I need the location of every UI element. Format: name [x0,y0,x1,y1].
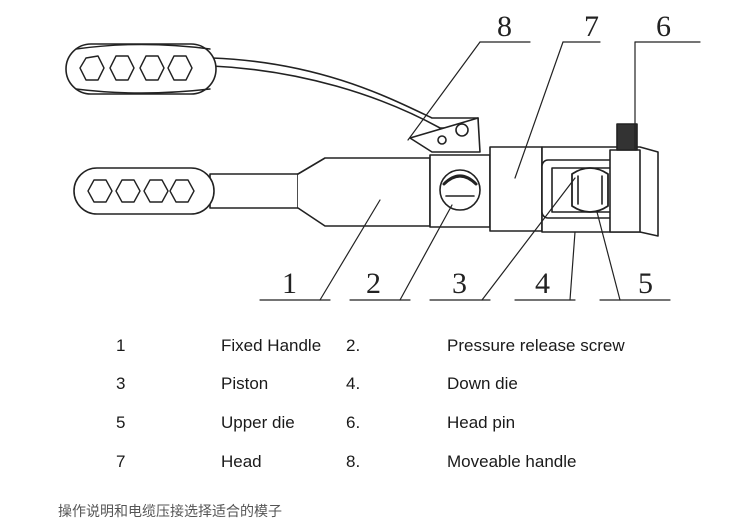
tool-head [489,123,659,237]
callout-3: 3 [452,267,467,300]
part-number: 6. [346,413,361,432]
head-pin-knob [616,123,638,151]
legend-row: 1 Fixed Handle 2. Pressure release screw [0,336,732,360]
part-name: Upper die [221,413,295,432]
fixed-handle [73,157,431,227]
part-number: 4. [346,374,361,393]
callout-6: 6 [656,10,671,43]
part-number: 7 [116,452,126,471]
callout-1: 1 [282,267,297,300]
part-name: Head [221,452,262,471]
callout-leaders [259,41,701,301]
legend-row: 3 Piston 4. Down die [0,374,732,398]
part-name: Fixed Handle [221,336,322,355]
part-name: Head pin [447,413,516,432]
legend-row: 7 Head 8. Moveable handle [0,452,732,476]
legend-row: 5 Upper die 6. Head pin [0,413,732,437]
moveable-handle [65,43,481,153]
part-number: 8. [346,452,361,471]
part-name: Moveable handle [447,452,577,471]
part-number: 1 [116,336,126,355]
footer-caption: 操作说明和电缆压接选择适合的模子 [58,503,282,519]
callout-7: 7 [584,10,599,43]
pressure-release-screw [429,154,491,228]
crimping-tool-diagram: 8 7 6 1 2 3 4 5 [65,10,701,301]
part-name: Piston [221,374,269,393]
callout-4: 4 [535,267,550,300]
part-name: Down die [447,374,518,393]
part-number: 3 [116,374,126,393]
callout-5: 5 [638,267,653,300]
callout-2: 2 [366,267,381,300]
part-number: 2. [346,336,361,355]
part-number: 5 [116,413,126,432]
part-name: Pressure release screw [447,336,625,355]
callout-8: 8 [497,10,512,43]
